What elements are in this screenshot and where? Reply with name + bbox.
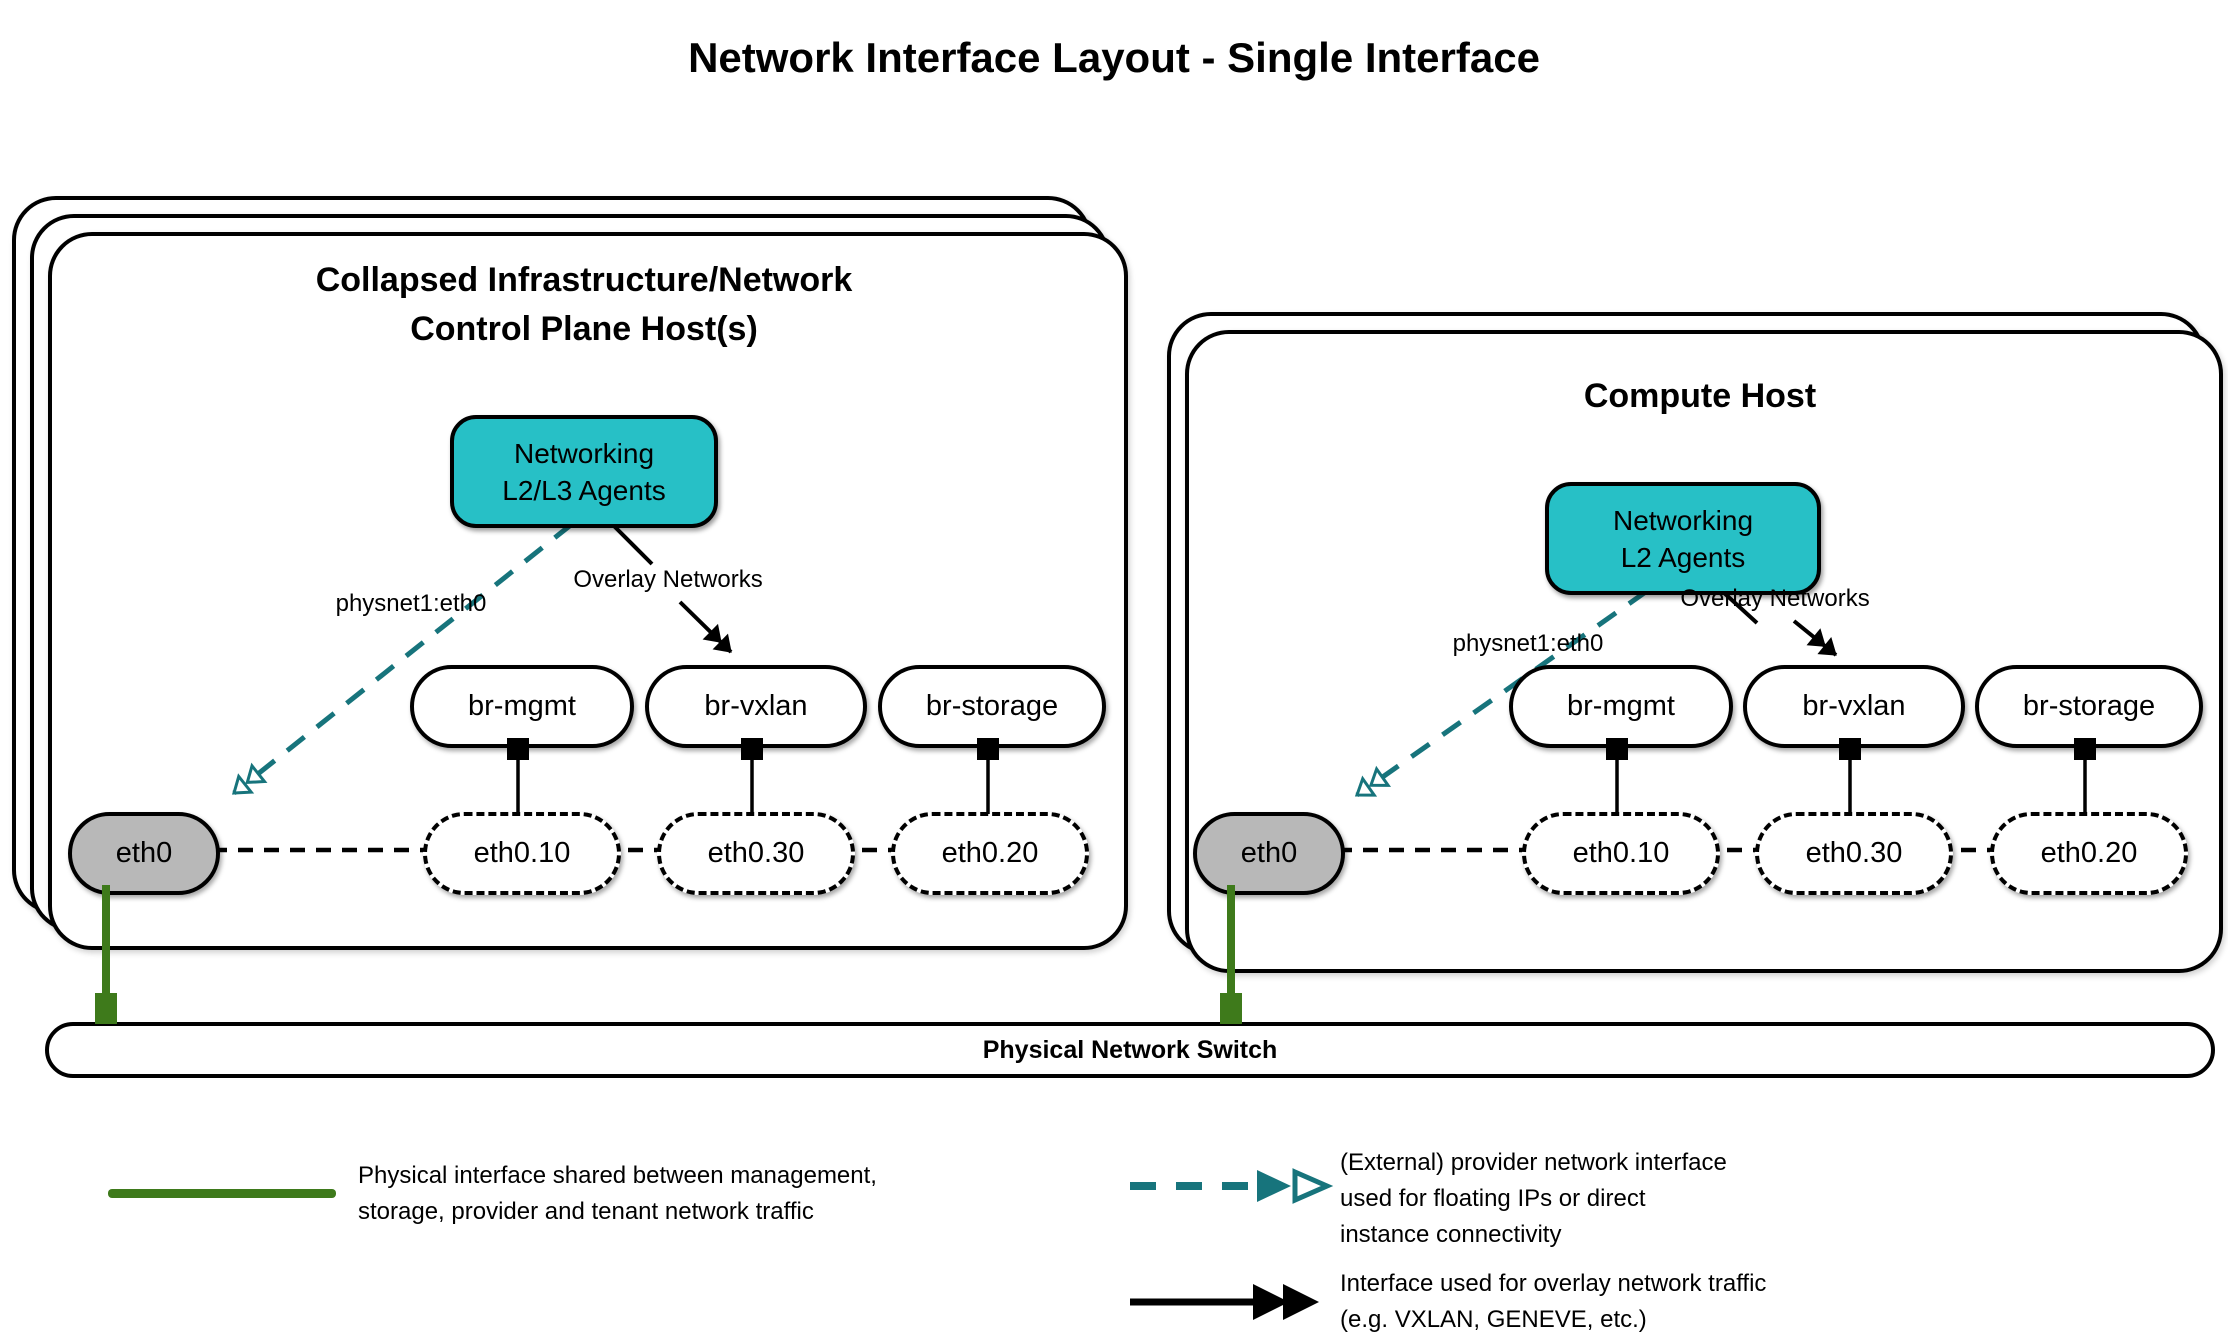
eth0-right: eth0	[1193, 812, 1345, 895]
bridge-br-storage-right: br-storage	[1975, 665, 2203, 748]
physical-network-switch: Physical Network Switch	[45, 1022, 2215, 1078]
legend-green-line-icon	[108, 1189, 336, 1198]
compute-host-title-line1: Compute Host	[1583, 377, 1817, 415]
l2-agents-box: Networking L2 Agents	[1545, 482, 1821, 595]
vlan-eth0-30-left: eth0.30	[657, 812, 855, 895]
overlay-arrow-right-b	[1792, 619, 1838, 657]
legend-physical-interface-text: Physical interface shared between manage…	[358, 1162, 877, 1225]
overlay-label-right: Overlay Networks	[1680, 585, 1870, 612]
page-title: Network Interface Layout - Single Interf…	[688, 34, 1540, 81]
provider-arrow-right	[1354, 588, 1649, 798]
legend-overlay-network-text: Interface used for overlay network traff…	[1340, 1270, 1767, 1333]
vlan-eth0-10-right: eth0.10	[1522, 812, 1720, 895]
bridge-br-vxlan-left: br-vxlan	[645, 665, 867, 748]
physnet-label-left: physnet1:eth0	[335, 590, 487, 617]
vlan-eth0-10-left: eth0.10	[423, 812, 621, 895]
vlan-eth0-20-right: eth0.20	[1990, 812, 2188, 895]
physnet-label-right: physnet1:eth0	[1452, 630, 1604, 657]
bridge-br-vxlan-right: br-vxlan	[1743, 665, 1965, 748]
overlay-arrow-left-a	[608, 520, 654, 566]
legend-provider-arrow-icon	[1130, 1168, 1334, 1204]
bridge-br-mgmt-right: br-mgmt	[1509, 665, 1733, 748]
overlay-label-left: Overlay Networks	[573, 566, 763, 593]
vlan-eth0-20-left: eth0.20	[891, 812, 1089, 895]
overlay-arrow-right-a	[1720, 589, 1759, 625]
control-host-title-line2: Control Plane Host(s)	[410, 310, 758, 348]
control-host-title: Collapsed Infrastructure/Network Control…	[214, 256, 954, 354]
eth0-left: eth0	[68, 812, 220, 895]
bridge-br-storage-left: br-storage	[878, 665, 1106, 748]
overlay-arrow-left-b	[678, 600, 733, 654]
legend-provider-network-text: (External) provider network interface us…	[1340, 1149, 1727, 1248]
l2l3-agents-line2: L2/L3 Agents	[502, 474, 666, 506]
l2l3-agents-line1: Networking	[513, 437, 655, 469]
provider-arrow-left	[231, 522, 574, 795]
vlan-eth0-30-right: eth0.30	[1755, 812, 1953, 895]
bridge-br-mgmt-left: br-mgmt	[410, 665, 634, 748]
l2-agents-line2: L2 Agents	[1620, 541, 1746, 573]
l2-agents-line1: Networking	[1612, 504, 1754, 536]
compute-host-title: Compute Host	[1450, 372, 1950, 421]
control-host-title-line1: Collapsed Infrastructure/Network	[315, 261, 853, 299]
legend-overlay-arrow-icon	[1130, 1284, 1319, 1320]
l2l3-agents-box: Networking L2/L3 Agents	[450, 415, 718, 528]
